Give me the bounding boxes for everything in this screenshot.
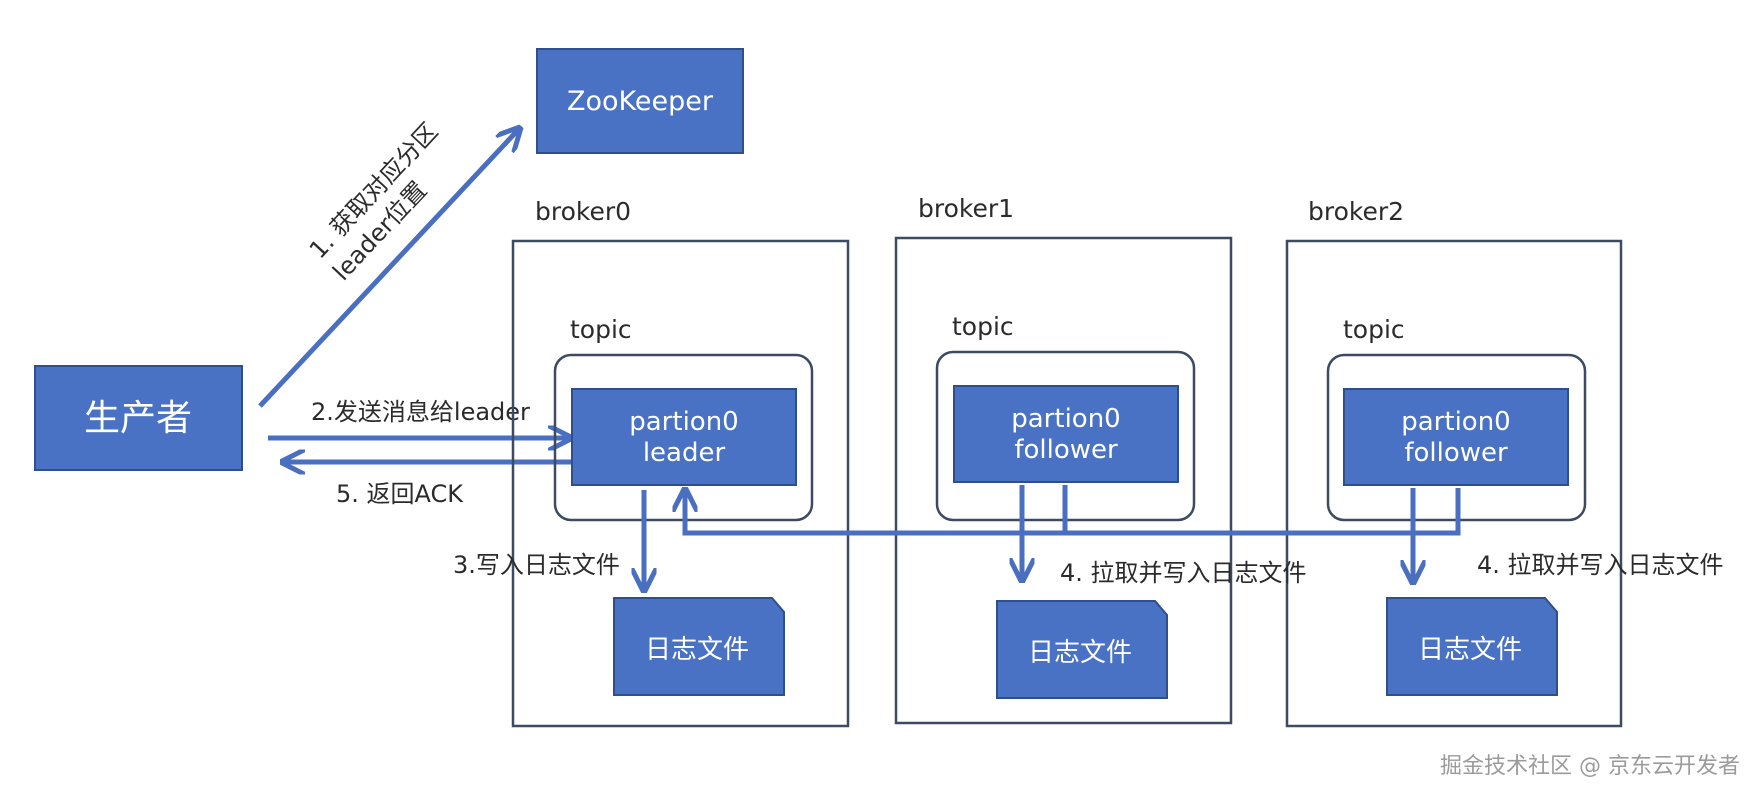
broker2-log-label: 日志文件 [1418,635,1522,665]
broker2-pull-line [1065,488,1461,536]
broker0-topic-label: topic [570,315,632,344]
step5-label: 5. 返回ACK [336,480,464,508]
broker0-log-label: 日志文件 [645,635,749,665]
broker0-log-file: 日志文件 [613,597,785,696]
broker0-partition-leader: partion0 leader [571,388,797,486]
watermark: 掘金技术社区 @ 京东云开发者 [1440,754,1740,779]
broker0-name: broker0 [535,197,631,226]
producer-label: 生产者 [84,398,192,439]
broker1: broker1 topic partion0 follower 日志文件 [894,194,1233,725]
broker1-name: broker1 [918,194,1014,223]
producer-node: 生产者 [34,365,243,471]
zookeeper-label: ZooKeeper [567,86,714,117]
broker0-partition-role: leader [643,438,726,468]
broker2-partition-role: follower [1404,438,1508,468]
broker2: broker2 topic partion0 follower 日志文件 [1285,197,1623,728]
step3-label: 3.写入日志文件 [453,551,620,579]
step2-label: 2.发送消息给leader [311,398,530,426]
broker1-log-file: 日志文件 [996,600,1168,699]
broker1-partition-role: follower [1014,435,1118,465]
broker1-log-label: 日志文件 [1028,638,1132,668]
broker2-partition-name: partion0 [1401,407,1510,437]
step1-arrow [258,130,518,408]
broker2-partition-follower: partion0 follower [1343,388,1569,486]
step4-broker1-label: 4. 拉取并写入日志文件 [1060,559,1307,587]
step1-label: 1. 获取对应分区 leader位置 [304,117,444,286]
broker1-pull-arrow [685,485,1068,536]
broker0: broker0 topic partion0 leader 日志文件 [511,197,850,728]
broker0-partition-name: partion0 [629,407,738,437]
broker2-topic-label: topic [1343,315,1405,344]
broker2-log-file: 日志文件 [1386,597,1558,696]
broker2-name: broker2 [1308,197,1404,226]
zookeeper-node: ZooKeeper [536,48,744,154]
broker1-topic-label: topic [952,312,1014,341]
broker1-partition-name: partion0 [1011,404,1120,434]
broker1-partition-follower: partion0 follower [953,385,1179,483]
step4-broker2-label: 4. 拉取并写入日志文件 [1477,551,1724,579]
